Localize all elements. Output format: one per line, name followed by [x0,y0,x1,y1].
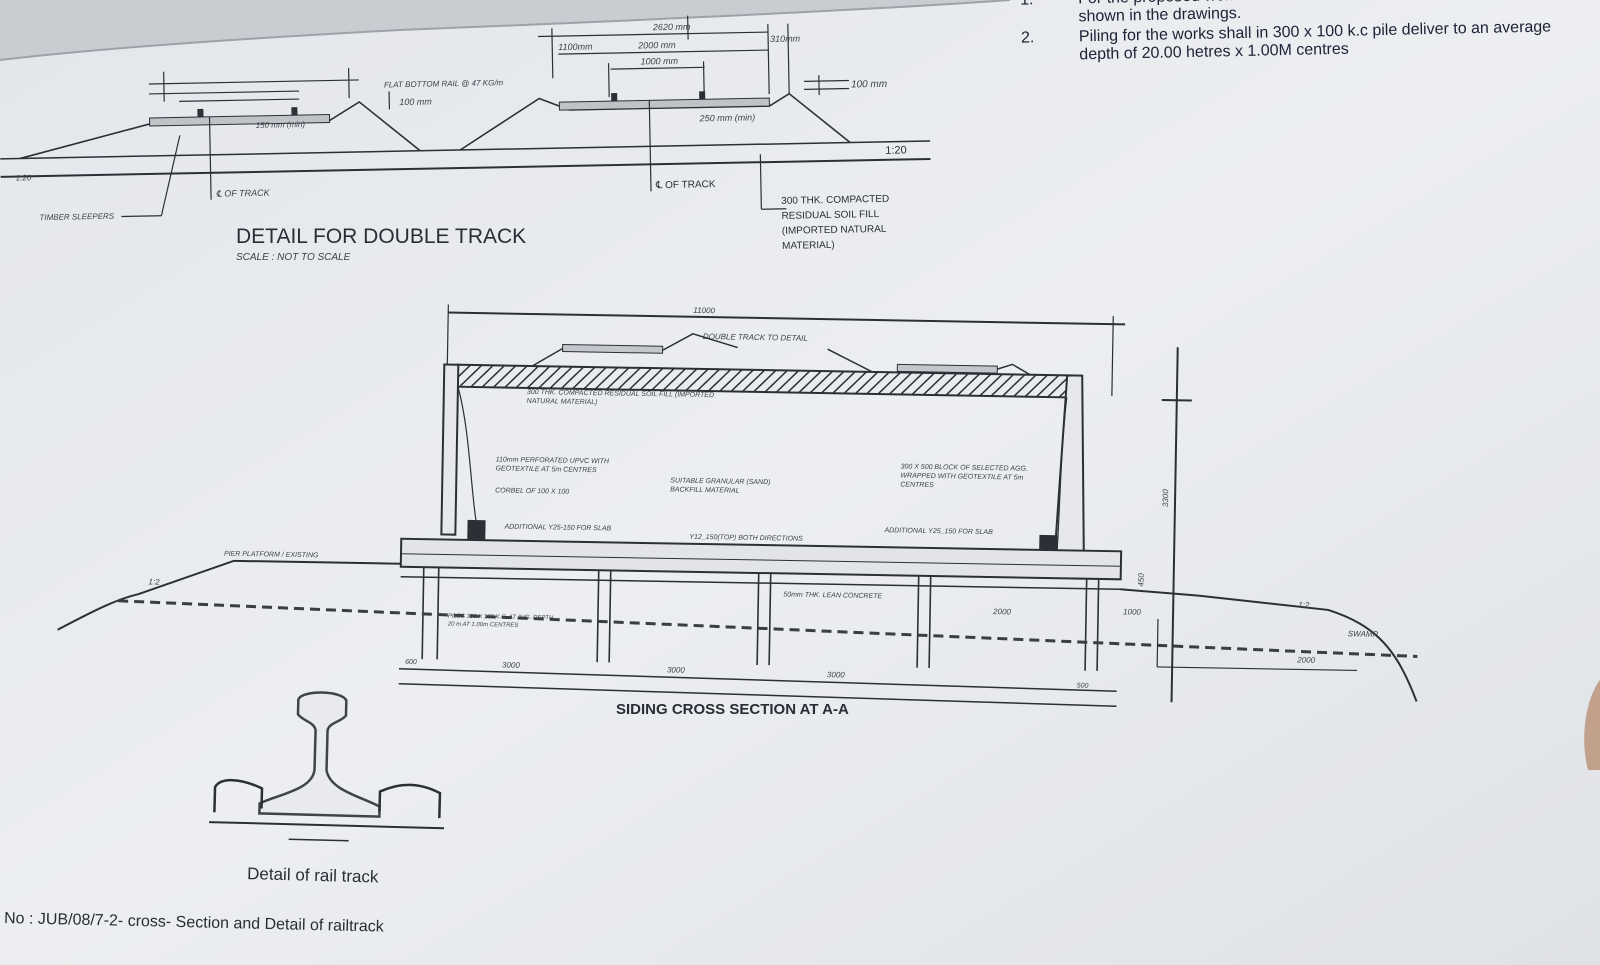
dim-500: 500 [1077,683,1089,690]
dim-1100: 1100mm [558,41,593,52]
piles [421,567,1100,671]
lean-note: 50mm THK. LEAN CONCRETE [783,591,882,600]
dim-3000-c: 3000 [827,670,846,679]
dim-3000-a: 3000 [502,661,521,670]
double-track-title: DETAIL FOR DOUBLE TRACK [236,225,526,248]
dim-310: 310mm [770,33,801,44]
dim-2620: 2620 mm [652,22,691,33]
corbel-note: CORBEL OF 100 X 100 [495,487,569,495]
dim-250: 250 mm (min) [699,112,756,123]
drain-note: 110mm PERFORATED UPVC WITH GEOTEXTILE AT… [495,456,610,475]
slope-right: 1:2 [1298,600,1310,609]
sleeper-left [149,113,331,127]
left-drain-block [467,519,486,545]
add-slab-right: ADDITIONAL Y25_150 FOR SLAB [883,527,993,536]
track-centre-right: ℄ OF TRACK [655,179,716,191]
double-track-ref: DOUBLE TRACK TO DETAIL [703,332,808,343]
note-1-number: 1. [1020,0,1034,10]
granular-note: SUITABLE GRANULAR (SAND) BACKFILL MATERI… [670,477,771,495]
paper-top-edge [0,0,1011,61]
double-track-detail: 2620 mm 2000 mm 1000 mm 1100mm 310mm 100… [0,15,931,252]
rails [197,91,706,118]
base-slab [399,537,1123,581]
platform-note: PIER PLATFORM / EXISTING [224,551,319,560]
dim-150: 150 mm (min) [256,120,306,130]
height-dim: 3300 [1161,489,1170,508]
paper-top-curl [0,0,1010,60]
pile-note: PILES 300 X 100 K.C. AT AVG. DEPTH 20 m … [447,613,554,629]
dim-3000-b: 3000 [667,665,686,674]
fill-note: 300 THK. COMPACTED RESIDUAL SOIL FILL (I… [526,388,715,407]
dim-2000-a: 2000 [992,607,1012,616]
rail-profile [258,691,381,818]
note-2-number: 2. [1020,29,1035,47]
sleeper-right [558,97,770,111]
slope-left: 1:2 [148,577,160,586]
dim-1000: 1000 mm [640,56,678,67]
dim-2000-b: 2000 [1296,655,1316,664]
block-note: 300 X 500 BLOCK OF SELECTED AGG. WRAPPED… [900,463,1028,490]
finger-shadow [1584,680,1600,770]
slab-dim: 450 [1137,573,1146,587]
track-centre-left: ℄ OF TRACK [216,188,271,199]
slope-right: 1:20 [885,144,907,156]
double-track-scale: SCALE : NOT TO SCALE [236,252,351,263]
siding-section: 11000 DOUBLE TRACK TO DETAIL [57,304,1418,708]
slope-left: 1:20 [16,173,32,182]
swamp-label: SWAMP [1348,629,1379,639]
rail-detail-title: Detail of rail track [247,864,379,886]
rail-detail [209,691,445,842]
add-slab-left: ADDITIONAL Y25-150 FOR SLAB [503,524,611,533]
dim-1000: 1000 [1123,607,1142,616]
fill-note: 300 THK. COMPACTED RESIDUAL SOIL FILL (I… [781,193,890,252]
dim-100-right: 100 mm [851,79,887,91]
siding-title: SIDING CROSS SECTION AT A-A [616,701,849,718]
left-wall [440,363,460,536]
dim-2000: 2000 mm [637,40,676,51]
timber-sleepers: TIMBER SLEEPERS [39,212,115,222]
dim-100-left: 100 mm [399,97,432,108]
rail-note: FLAT BOTTOM RAIL @ 47 KG/m [384,78,504,89]
top-dim: 11000 [693,306,715,315]
dim-600: 600 [405,659,417,666]
mesh-note: Y12_150(TOP) BOTH DIRECTIONS [689,534,803,543]
